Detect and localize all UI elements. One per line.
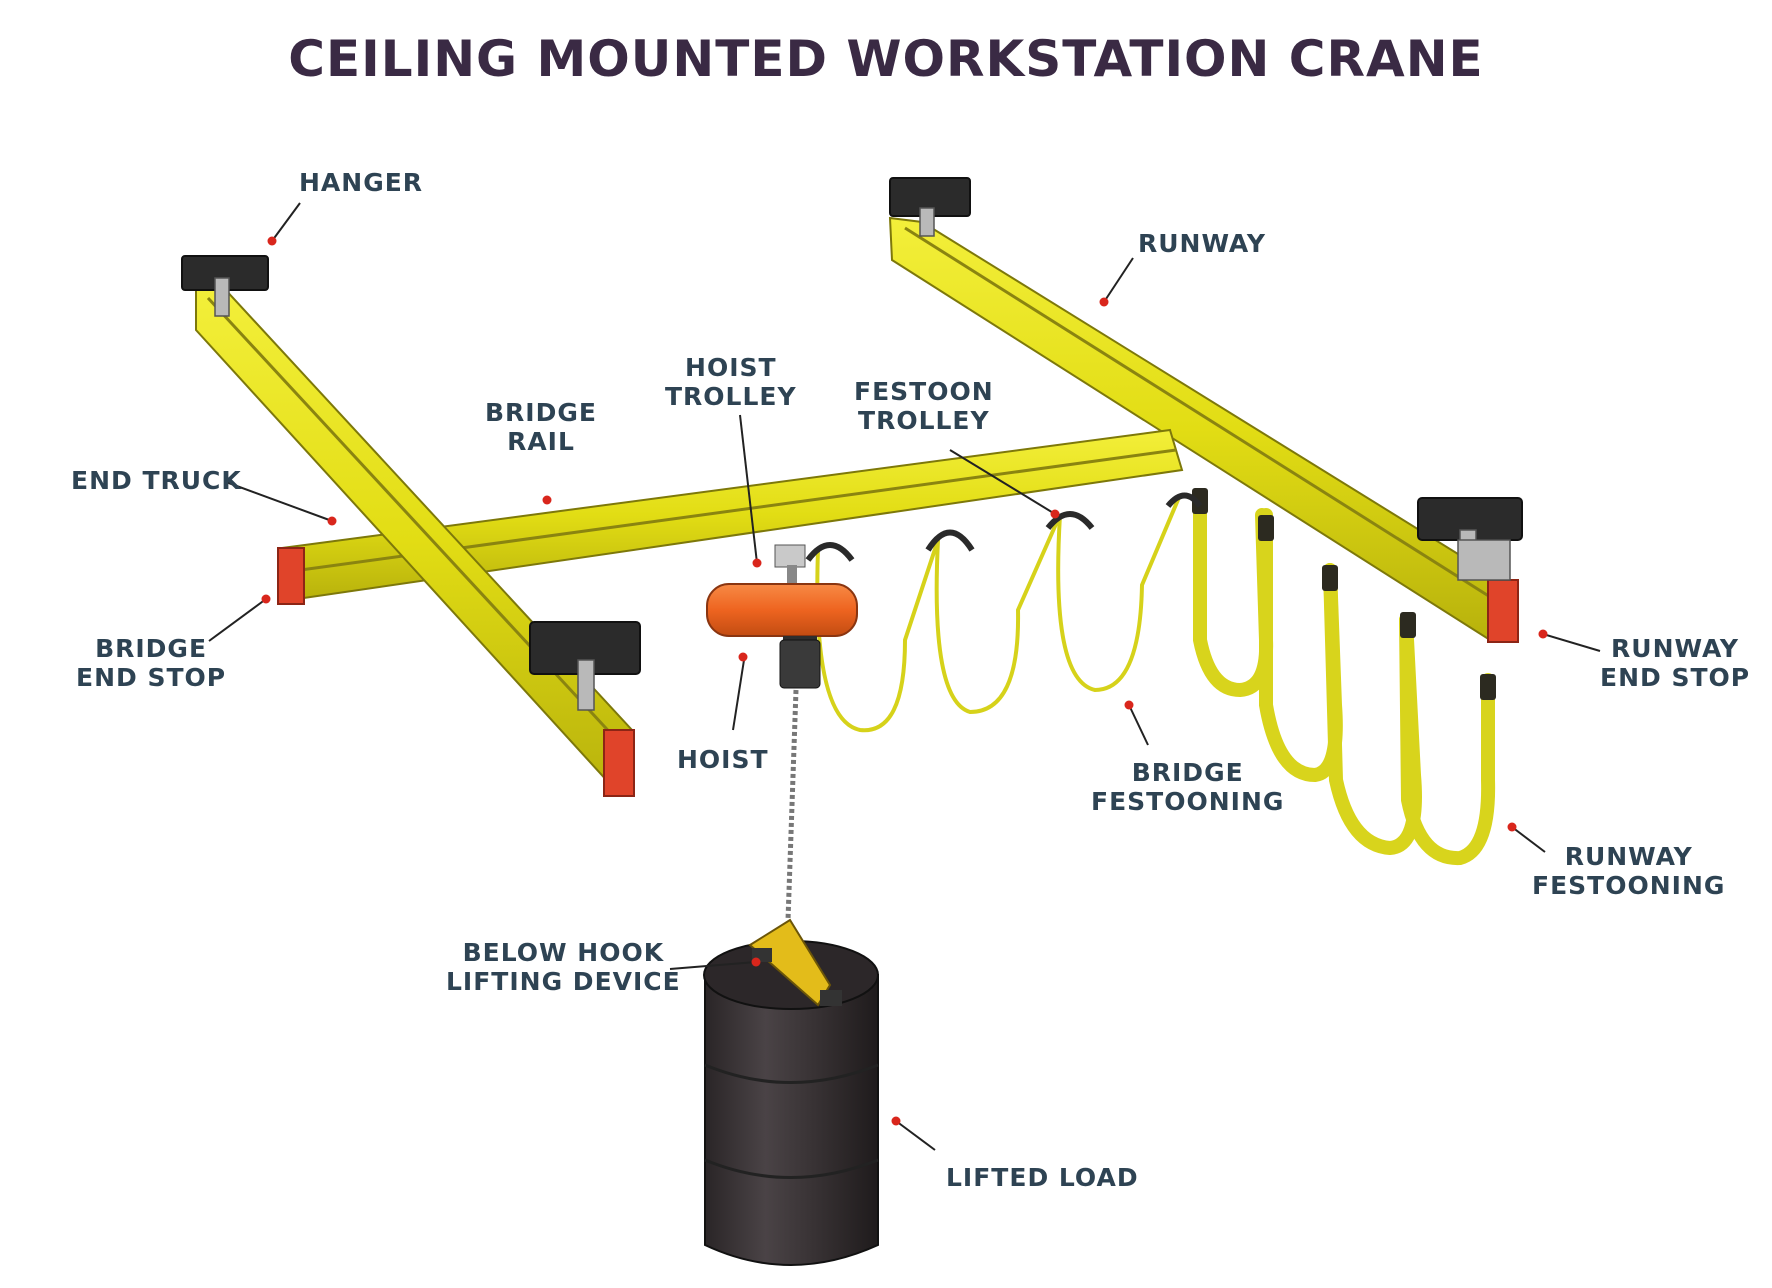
drum <box>703 940 879 1266</box>
diagram-title: CEILING MOUNTED WORKSTATION CRANE <box>288 30 1484 88</box>
right-runway-rail <box>888 216 1519 643</box>
leader-lines <box>208 202 1601 1151</box>
label-runway: RUNWAY <box>1138 229 1266 258</box>
label-lifted-load: LIFTED LOAD <box>946 1163 1139 1192</box>
below-hook-lifting-device <box>748 918 842 1007</box>
label-festoon-trolley: FESTOON TROLLEY <box>854 377 994 435</box>
festoon-clips <box>1192 488 1496 700</box>
label-runway-end-stop: RUNWAY END STOP <box>1600 634 1751 692</box>
label-hoist: HOIST <box>677 745 769 774</box>
label-bridge-end-stop: BRIDGE END STOP <box>76 634 227 692</box>
label-bridge-festooning: BRIDGE FESTOONING <box>1091 758 1285 816</box>
hanger-brackets <box>214 207 1511 711</box>
label-hoist-trolley: HOIST TROLLEY <box>665 353 797 411</box>
label-bridge-rail: BRIDGE RAIL <box>485 398 597 456</box>
label-below-hook-lifting-device: BELOW HOOK LIFTING DEVICE <box>446 938 681 996</box>
bridge-festooning-loops <box>815 494 1182 733</box>
runway-festooning-loops <box>1193 488 1496 866</box>
label-end-truck: END TRUCK <box>71 466 242 495</box>
hangers <box>181 177 1523 675</box>
hoist-assembly <box>706 544 858 921</box>
festoon-trolleys <box>805 492 1203 562</box>
left-runway-rail <box>195 284 635 797</box>
label-hanger: HANGER <box>299 168 424 197</box>
label-runway-festooning: RUNWAY FESTOONING <box>1532 842 1726 900</box>
leader-dots <box>261 236 1548 1126</box>
